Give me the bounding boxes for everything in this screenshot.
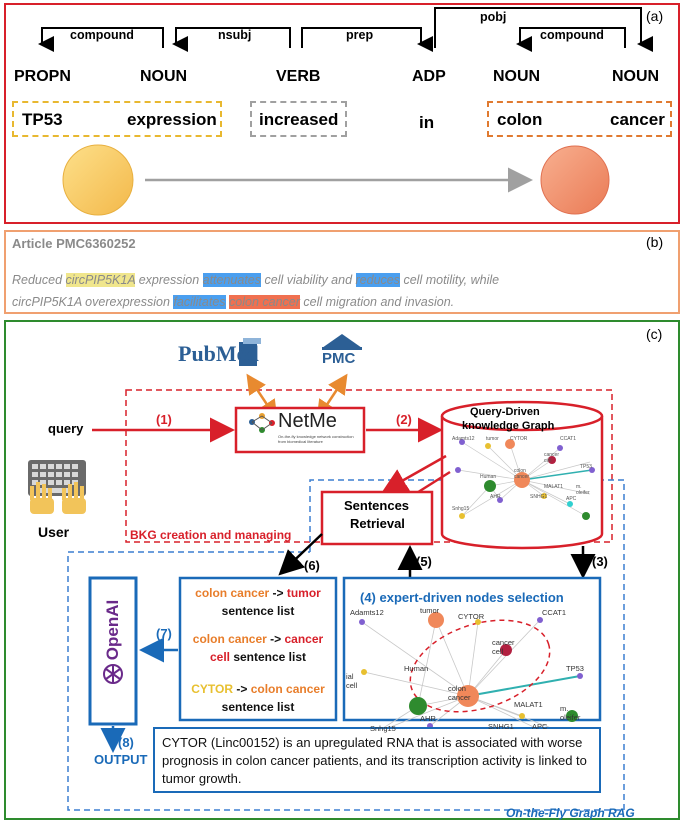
article-line-1: Reduced circPIP5K1A expression attenuate…	[12, 273, 500, 287]
panel-b-label: (b)	[646, 234, 664, 250]
sentences-title-1: Sentences	[344, 498, 410, 513]
dep-label-nsubj: nsubj	[218, 28, 252, 42]
highlight-facilitates: facilitates	[173, 295, 226, 309]
panel-a-label: (a)	[646, 8, 664, 24]
pos-tag-propn: PROPN	[14, 68, 71, 85]
openai-swirl-icon	[103, 664, 123, 684]
step-3-label: (3)	[592, 554, 608, 569]
rag-region-label: On-the-Fly Graph RAG	[506, 806, 635, 820]
netme-title: NetMe	[278, 410, 337, 432]
kg-title-2: knowledge Graph	[462, 420, 555, 432]
arc-pobj	[434, 7, 653, 52]
token-colon: colon	[497, 110, 543, 129]
selection-graph-nodes	[359, 612, 583, 735]
netme-logo-icon	[249, 413, 275, 433]
token-expression: expression	[127, 110, 217, 129]
sentence-list-1: colon cancer -> tumor sentence list	[195, 586, 321, 618]
selection-graph-teal-edge	[467, 675, 581, 697]
pos-tag-noun-1: NOUN	[140, 68, 188, 85]
panel-a	[4, 3, 680, 224]
dep-label-compound-1: compound	[70, 28, 134, 42]
token-group-yellow	[12, 101, 222, 137]
arc-compound-1	[38, 27, 164, 52]
pmc-logo-icon	[322, 334, 362, 350]
sentence-lists-box	[178, 576, 338, 722]
step-2-label: (2)	[396, 412, 412, 427]
pos-tag-adp: ADP	[412, 68, 446, 85]
arc-prep	[301, 27, 433, 52]
dependency-arrows	[38, 7, 653, 216]
openai-label: OpenAI	[103, 599, 122, 661]
article-line-2: circPIP5K1A overexpression facilitates c…	[12, 295, 455, 309]
openai-box	[88, 576, 138, 726]
dep-label-pobj: pobj	[480, 10, 507, 24]
article-title: Article PMC6360252	[12, 236, 136, 251]
token-group-orange	[487, 101, 672, 137]
sentence-list-2: colon cancer -> cancer cell sentence lis…	[192, 632, 324, 664]
netme-box	[234, 406, 366, 454]
pipeline-diagram	[28, 334, 625, 811]
token-group-grey	[250, 101, 347, 137]
sentences-to-lists-arrow	[278, 533, 323, 576]
panel-c-label: (c)	[646, 326, 663, 342]
pos-tag-noun-2: NOUN	[493, 68, 541, 85]
step-7-label: (7)	[156, 626, 172, 641]
highlight-reduces: reduces	[355, 273, 400, 287]
kg-mini-graph	[457, 441, 593, 517]
kg-to-sentences-arrow-1	[381, 454, 447, 493]
kg-mini-nodes	[455, 439, 595, 520]
node-circle-orange	[540, 145, 610, 215]
kg-title-1: Query-Driven	[470, 406, 540, 418]
query-label: query	[48, 421, 84, 436]
step-4-label: (4) expert-driven nodes selection	[360, 590, 564, 605]
arc-compound-2	[516, 27, 626, 52]
token-in: in	[419, 113, 435, 132]
step-1-label: (1)	[156, 412, 172, 427]
pos-tag-verb: VERB	[276, 68, 321, 85]
pos-tag-noun-3: NOUN	[612, 68, 660, 85]
token-tp53: TP53	[22, 110, 63, 129]
output-label: OUTPUT	[94, 752, 148, 767]
netme-subtitle: On-the-fly knowledge network constructio…	[278, 434, 354, 444]
rag-region	[67, 479, 625, 811]
arc-nsubj	[172, 27, 291, 52]
answer-box	[153, 727, 601, 793]
selection-highlight-ellipse	[409, 619, 551, 713]
token-increased: increased	[259, 110, 339, 129]
highlight-attenuates: attenuates	[202, 273, 262, 287]
panel-c	[4, 320, 680, 820]
highlight-circpip5k1a: circPIP5K1A	[65, 273, 136, 287]
hands-icon	[30, 482, 86, 514]
sentences-retrieval-box	[320, 490, 434, 546]
token-cancer: cancer	[610, 110, 665, 129]
highlight-colon-cancer: colon cancer	[229, 295, 300, 309]
pubmed-logo-icon	[239, 338, 261, 366]
answer-text: CYTOR (Linc00152) is an upregulated RNA …	[162, 735, 587, 786]
dep-label-prep: prep	[346, 28, 374, 42]
dep-label-compound-2: compound	[540, 28, 604, 42]
node-circle-yellow	[62, 144, 134, 216]
sentence-list-3: CYTOR -> colon cancer sentence list	[191, 682, 325, 714]
user-label: User	[38, 524, 70, 540]
step-8-label: (8)	[118, 735, 134, 750]
panel-b	[4, 230, 680, 314]
pmc-logo-text: PMC	[322, 350, 356, 367]
sentences-title-2: Retrieval	[350, 516, 405, 531]
pubmed-logo-text: PubMed	[178, 341, 259, 366]
step-5-label: (5)	[416, 554, 432, 569]
bkg-region-label: BKG creation and managing	[130, 528, 292, 542]
step-6-label: (6)	[304, 558, 320, 573]
